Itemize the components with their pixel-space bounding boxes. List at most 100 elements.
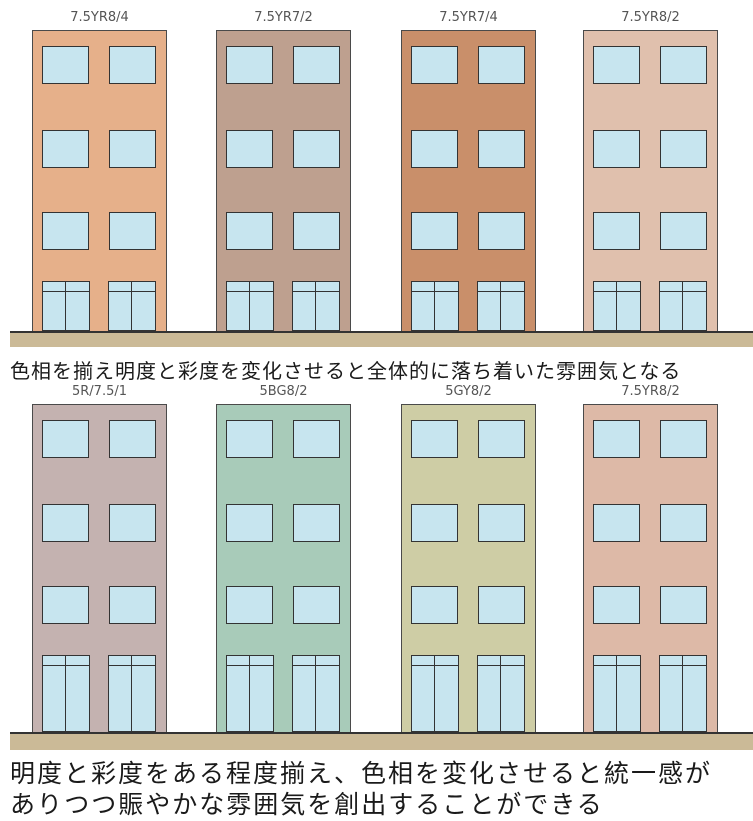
entrance-door <box>411 281 459 331</box>
window <box>42 130 89 168</box>
door-center-line <box>249 656 250 731</box>
entrance-door <box>108 281 156 331</box>
window <box>293 504 340 542</box>
building-column: 5R/7.5/1 <box>32 374 167 751</box>
entrance-door <box>226 655 274 732</box>
window <box>593 212 640 250</box>
window <box>42 420 89 458</box>
building-column: 5GY8/2 <box>401 374 536 751</box>
window <box>478 504 525 542</box>
window <box>293 586 340 624</box>
entrance-door <box>659 281 707 331</box>
window <box>42 586 89 624</box>
window <box>293 420 340 458</box>
door-transom-line <box>478 291 524 292</box>
building <box>216 30 351 332</box>
window <box>593 420 640 458</box>
window <box>478 212 525 250</box>
door-transom-line <box>109 291 155 292</box>
munsell-label: 5BG8/2 <box>259 384 308 399</box>
entrance-door <box>292 281 340 331</box>
door-center-line <box>682 282 683 330</box>
window <box>109 46 156 84</box>
door-center-line <box>131 282 132 330</box>
door-center-line <box>131 656 132 731</box>
entrance-door <box>42 281 90 331</box>
munsell-label: 7.5YR7/4 <box>439 10 498 25</box>
window <box>478 420 525 458</box>
door-center-line <box>249 282 250 330</box>
caption-same-hue: 色相を揃え明度と彩度を変化させると全体的に落ち着いた雰囲気となる <box>10 359 681 383</box>
window <box>660 420 707 458</box>
window <box>478 586 525 624</box>
window <box>593 586 640 624</box>
window <box>109 586 156 624</box>
entrance-door <box>108 655 156 732</box>
door-transom-line <box>412 291 458 292</box>
window <box>109 420 156 458</box>
caption-line: ありつつ賑やかな雰囲気を創出することができる <box>10 790 604 819</box>
door-transom-line <box>43 665 89 666</box>
window <box>42 504 89 542</box>
ground-strip <box>10 732 753 750</box>
window <box>109 212 156 250</box>
caption-varied-hue: 明度と彩度をある程度揃え、色相を変化させると統一感が ありつつ賑やかな雰囲気を創… <box>10 758 712 820</box>
door-transom-line <box>478 665 524 666</box>
window <box>109 504 156 542</box>
munsell-label: 7.5YR7/2 <box>254 10 313 25</box>
door-transom-line <box>109 665 155 666</box>
munsell-label: 5R/7.5/1 <box>71 384 127 399</box>
door-transom-line <box>660 291 706 292</box>
row-same-hue: 7.5YR8/4 7.5YR7/2 7.5YR7/4 7.5YR8/2 <box>0 0 753 348</box>
munsell-label: 7.5YR8/4 <box>70 10 129 25</box>
caption-line: 色相を揃え明度と彩度を変化させると全体的に落ち着いた雰囲気となる <box>10 359 682 383</box>
window <box>593 130 640 168</box>
window <box>478 130 525 168</box>
door-center-line <box>315 282 316 330</box>
window <box>411 212 458 250</box>
building <box>583 404 718 733</box>
door-transom-line <box>412 665 458 666</box>
window <box>411 130 458 168</box>
entrance-door <box>477 281 525 331</box>
door-transom-line <box>293 291 339 292</box>
door-transom-line <box>293 665 339 666</box>
munsell-label: 5GY8/2 <box>445 384 492 399</box>
door-center-line <box>315 656 316 731</box>
row-varied-hue: 5R/7.5/1 5BG8/2 5GY8/2 7.5YR8/2 <box>0 374 753 751</box>
building <box>401 404 536 733</box>
door-transom-line <box>43 291 89 292</box>
window <box>411 504 458 542</box>
building-column: 7.5YR8/2 <box>583 374 718 751</box>
door-center-line <box>500 656 501 731</box>
door-center-line <box>65 656 66 731</box>
door-center-line <box>434 656 435 731</box>
building <box>583 30 718 332</box>
building-column: 7.5YR7/2 <box>216 0 351 348</box>
building-column: 7.5YR8/2 <box>583 0 718 348</box>
window <box>593 46 640 84</box>
building <box>401 30 536 332</box>
window <box>660 586 707 624</box>
door-transom-line <box>660 665 706 666</box>
door-center-line <box>65 282 66 330</box>
building-column: 7.5YR8/4 <box>32 0 167 348</box>
entrance-door <box>226 281 274 331</box>
window <box>593 504 640 542</box>
window <box>226 504 273 542</box>
window <box>293 130 340 168</box>
building <box>32 30 167 332</box>
window <box>226 586 273 624</box>
window <box>226 130 273 168</box>
door-transom-line <box>594 291 640 292</box>
window <box>411 46 458 84</box>
window <box>293 212 340 250</box>
building <box>32 404 167 733</box>
building-column: 5BG8/2 <box>216 374 351 751</box>
window <box>293 46 340 84</box>
window <box>226 212 273 250</box>
window <box>42 212 89 250</box>
entrance-door <box>411 655 459 732</box>
window <box>660 130 707 168</box>
door-center-line <box>500 282 501 330</box>
